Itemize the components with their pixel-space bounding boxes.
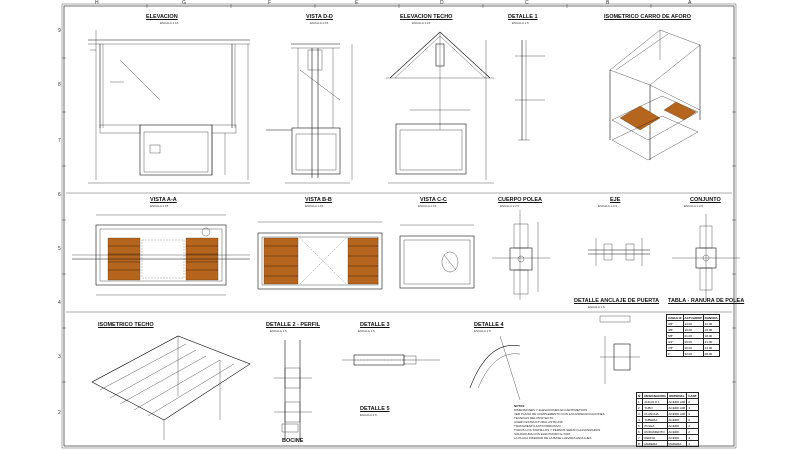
view-title-detalle-3: DETALLE 3: [360, 322, 390, 328]
table-cell: 1": [666, 350, 684, 357]
view-title-vista-bb: VISTA B-B: [305, 197, 332, 203]
view-scale: ESCALA 1:2.5: [598, 204, 618, 208]
view-scale: ESCALA 1:15: [412, 21, 431, 25]
view-title-detalle-1: DETALLE 1: [508, 14, 538, 20]
isometrico-techo-drawing: [91, 335, 251, 440]
view-title-detalle-4: DETALLE 4: [474, 322, 504, 328]
zone-label-side: 5: [58, 246, 61, 252]
view-title-detalle-anclaje: DETALLE ANCLAJE DE PUERTA: [574, 298, 660, 304]
zone-label-top: E: [355, 0, 359, 6]
detalle-4-drawing: [469, 335, 521, 401]
vista-aa-drawing: [72, 214, 250, 296]
view-scale: ESCALA 1:5: [360, 413, 377, 417]
view-scale: ESCALA 1:15: [310, 21, 329, 25]
zone-label-side: 7: [58, 138, 61, 144]
view-title-detalle-5: DETALLE 5: [360, 406, 390, 412]
note-line: TODOS LOS TORNILLOS Y PERNOS SERAN GALVA…: [514, 428, 601, 432]
detalle-2-drawing: [274, 340, 312, 440]
zone-label-side: 9: [58, 28, 61, 34]
zone-label-top: D: [440, 0, 444, 6]
elevacion-drawing: [88, 30, 250, 184]
general-notes: NOTAS: DIMENSIONES Y ELEVACIONES EN CENT…: [514, 404, 605, 440]
table-cell: 1: [686, 440, 700, 447]
note-line: DIMENSIONES Y ELEVACIONES EN CENTIMETROS: [514, 408, 588, 412]
view-title-cuerpo-polea: CUERPO POLEA: [498, 197, 543, 203]
note-line: LA PLACA INFERIOR DE LA BASE LLEVARA ANC…: [514, 436, 592, 440]
table-cell: MADERA: [642, 440, 668, 447]
vista-bb-drawing: [257, 221, 383, 290]
view-scale: ESCALA 1:15: [418, 204, 437, 208]
view-title-detalle-2: DETALLE 2 - PERFIL: [266, 322, 320, 328]
view-title-conjunto: CONJUNTO: [690, 197, 721, 203]
view-scale: ESCALA 1:15: [150, 204, 169, 208]
table-cell: MADERA: [666, 440, 688, 447]
view-scale: ESCALA 1:5: [474, 329, 491, 333]
note-line: TRATAMIENTO ANTICORROSIVO: [514, 424, 561, 428]
detalle-1-drawing: [515, 40, 545, 141]
eje-drawing: [588, 238, 650, 266]
vista-cc-drawing: [399, 224, 475, 289]
zone-label-top: C: [525, 0, 529, 6]
table-cell: 32.00: [682, 350, 704, 357]
zone-label-side: 3: [58, 354, 61, 360]
view-scale: ESCALA 1:5: [588, 305, 605, 309]
note-line: SOLDADURA CON ELECTRODO E-7018: [514, 432, 571, 436]
note-line: NOTAS:: [514, 404, 526, 408]
view-title-eje: EJE: [610, 197, 621, 203]
view-title-vista-aa: VISTA A-A: [150, 197, 177, 203]
view-scale: ESCALA 1:2.5: [500, 204, 520, 208]
view-title-elevacion-techo: ELEVACION TECHO: [400, 14, 453, 20]
elevacion-techo-drawing: [386, 31, 494, 184]
zone-label-side: 4: [58, 300, 61, 306]
zone-label-top: B: [606, 0, 610, 6]
detalle-3-drawing: [342, 354, 440, 366]
view-title-isometrico-carro: ISOMETRICO CARRO DE AFORO: [604, 14, 691, 20]
zone-label-side: 2: [58, 410, 61, 416]
view-scale: ESCALA 1:15: [160, 21, 179, 25]
cuerpo-polea-drawing: [492, 210, 550, 300]
conjunto-drawing: [672, 214, 740, 300]
zone-label-side: 8: [58, 82, 61, 88]
view-title-vista-dd: VISTA D-D: [306, 14, 333, 20]
table-cell: 28.00: [702, 350, 720, 357]
view-title-vista-cc: VISTA C-C: [420, 197, 447, 203]
isometrico-carro-drawing: [609, 29, 701, 161]
view-title-tabla-ranura: TABLA - RANURA DE POLEA: [668, 298, 745, 304]
detalle-anclaje-drawing: [599, 315, 640, 384]
zone-label-top: A: [688, 0, 692, 6]
view-scale: ESCALA 1:5: [512, 21, 529, 25]
zone-label-top: G: [182, 0, 186, 6]
view-scale: ESCALA 1:5: [358, 329, 375, 333]
view-title-isometrico-techo: ISOMETRICO TECHO: [98, 322, 154, 328]
view-title-elevacion: ELEVACION: [146, 14, 178, 20]
note-line: ACERO ESTRUCTURAL ASTM A36: [514, 420, 563, 424]
bocine-drawing: [281, 423, 299, 433]
vista-dd-drawing: [266, 43, 353, 184]
zone-label-top: F: [268, 0, 272, 6]
table-cell: 8: [635, 440, 644, 447]
note-line: VER PLANO DE COMPLEMENTO CON LAS ESPECIF…: [514, 412, 605, 416]
note-line: TECNICAS DEL PROYECTO: [514, 416, 554, 420]
view-scale: ESCALA 1:2.5: [684, 204, 704, 208]
zone-label-side: 6: [58, 192, 61, 198]
zone-label-top: H: [95, 0, 99, 6]
view-scale: ESCALA 1:5: [270, 329, 287, 333]
view-title-bocine: BOCINE: [282, 438, 304, 444]
view-scale: ESCALA 1:15: [305, 204, 324, 208]
